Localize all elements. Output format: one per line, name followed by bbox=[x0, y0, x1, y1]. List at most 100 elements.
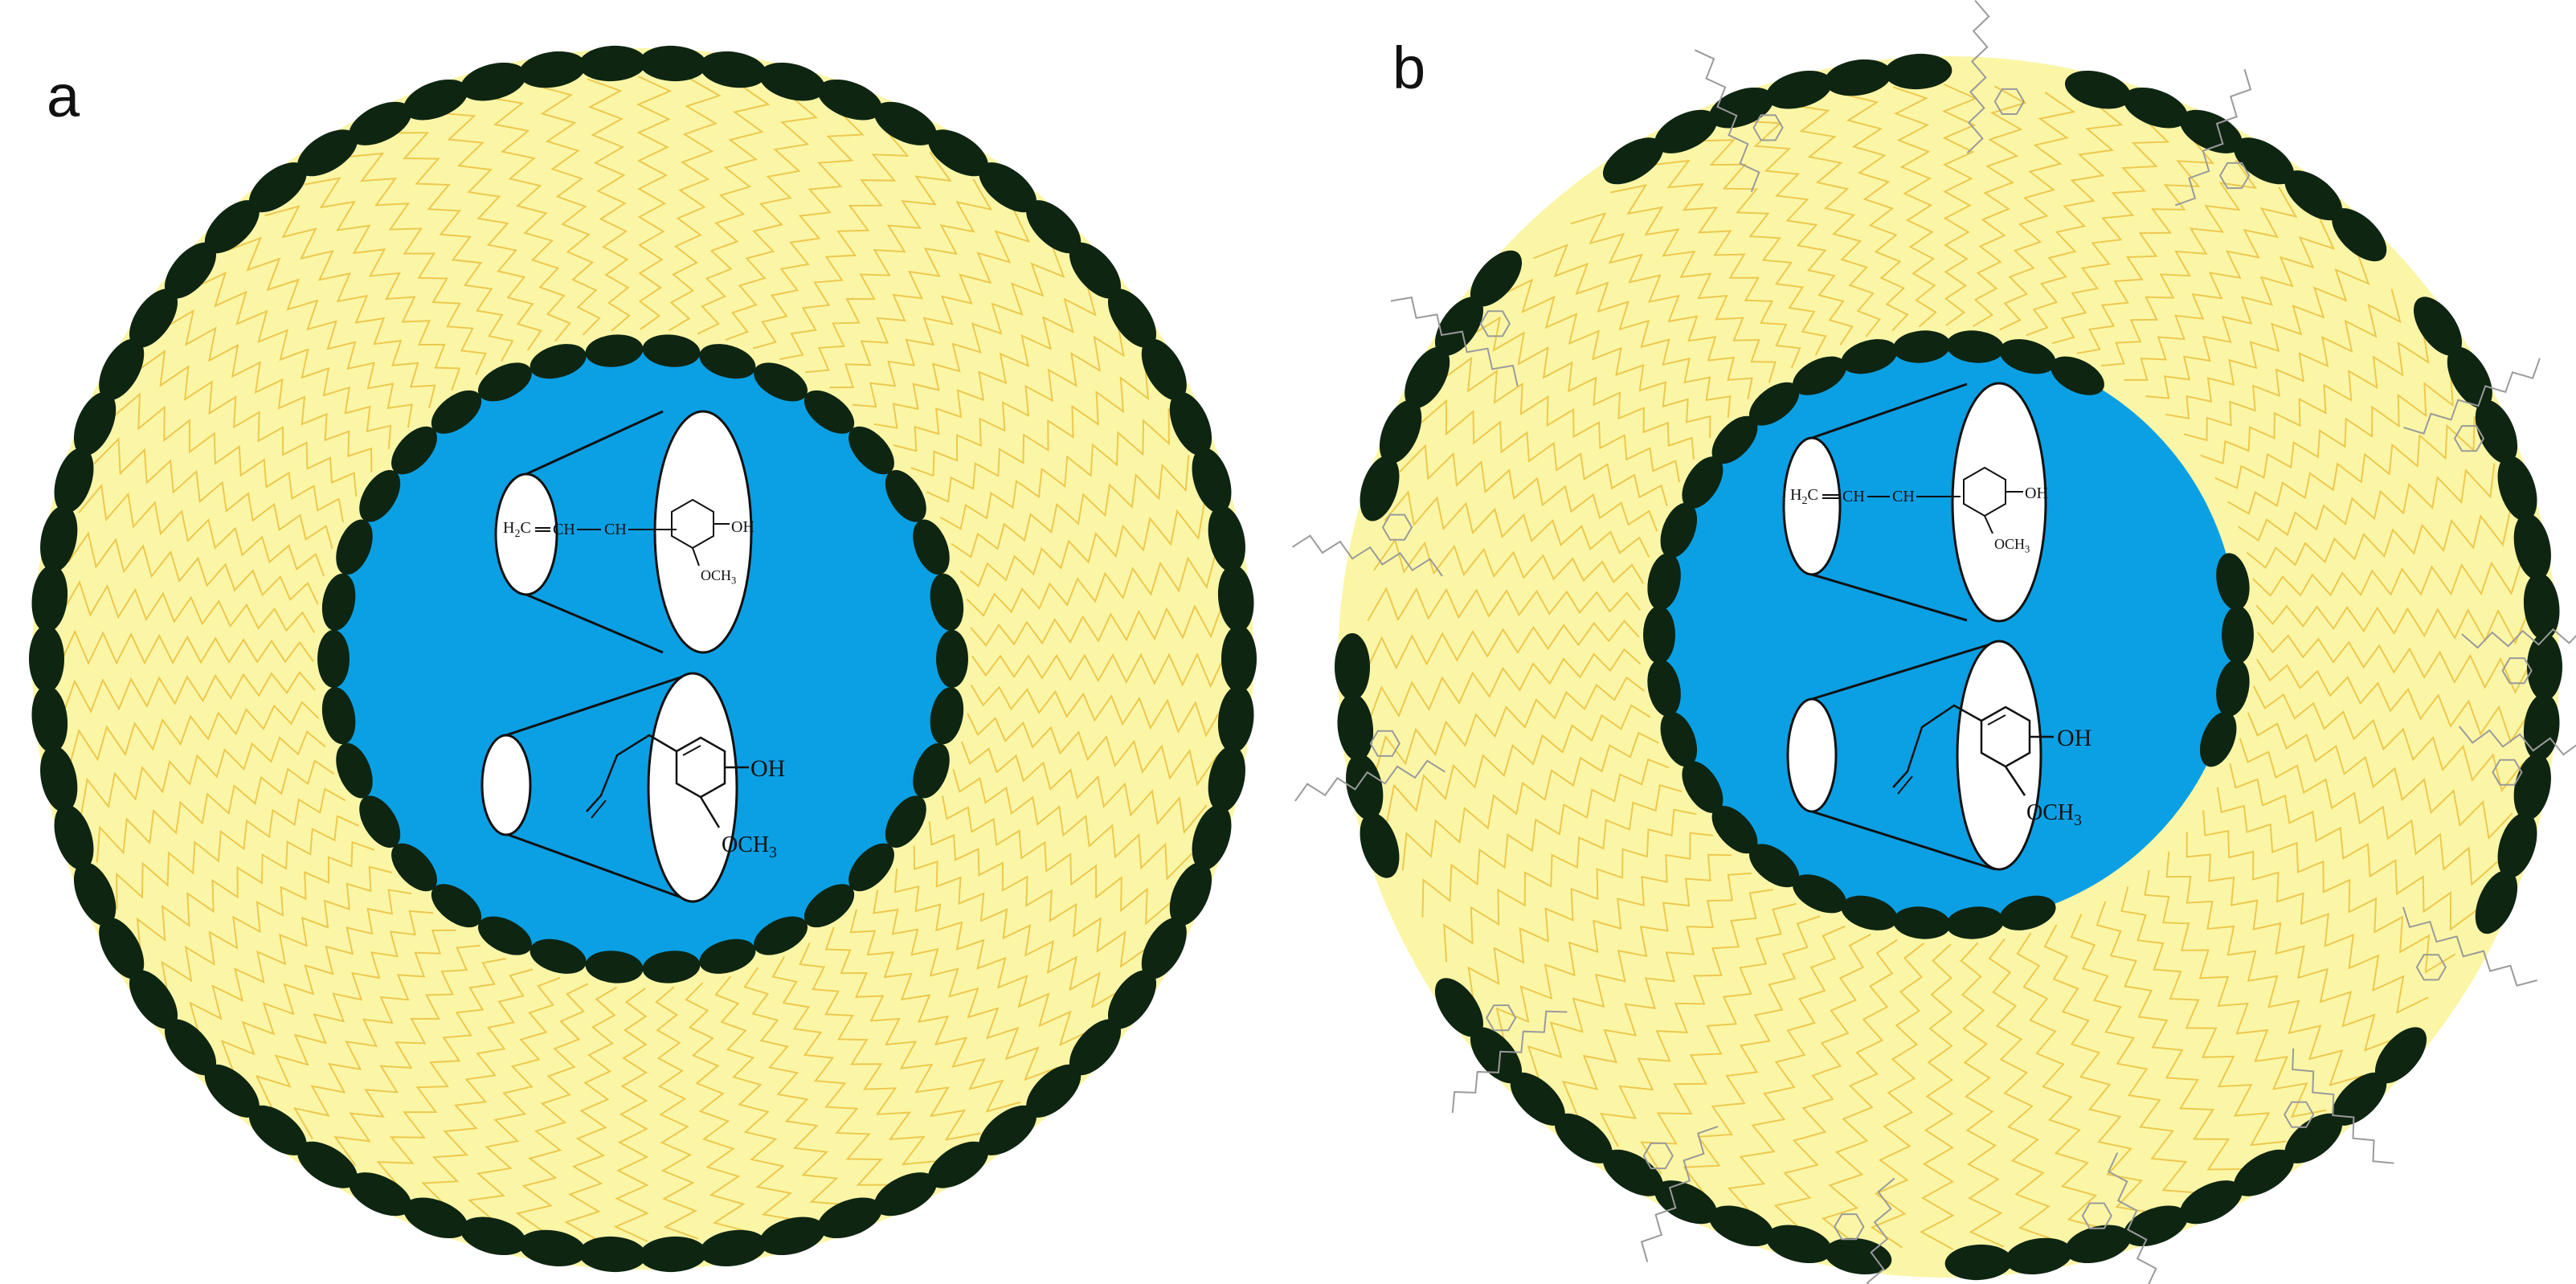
lipid-tail bbox=[347, 152, 487, 376]
cyclodextrin-large-lower-b bbox=[1956, 640, 2042, 871]
lipid-tail bbox=[2238, 463, 2496, 542]
lipid-tail bbox=[2183, 288, 2402, 442]
lipid-tail bbox=[971, 652, 1226, 689]
polymer-chain bbox=[1640, 1126, 1719, 1262]
head-group bbox=[1682, 761, 1723, 813]
lipid-tail bbox=[852, 209, 1031, 408]
polymer-chain bbox=[2284, 1048, 2394, 1164]
head-group bbox=[40, 746, 78, 812]
lipid-tail bbox=[1988, 938, 2055, 1241]
head-group bbox=[1434, 978, 1484, 1037]
lipid-tail bbox=[515, 983, 589, 1234]
lipid-tail bbox=[2076, 136, 2215, 354]
panel-label-a: a bbox=[47, 63, 80, 129]
panel-b: b H2C CH CH OH bbox=[1291, 0, 2576, 1284]
head-group bbox=[927, 1141, 989, 1188]
lipid-tail bbox=[1441, 356, 1681, 483]
svg-text:OCH3: OCH3 bbox=[701, 567, 736, 587]
lipid-tail bbox=[69, 701, 320, 765]
head-group bbox=[2332, 208, 2387, 262]
surface-polymer-chains-b bbox=[1291, 0, 2576, 1284]
lipid-tail bbox=[2257, 632, 2532, 695]
svg-text:OH: OH bbox=[2025, 485, 2048, 502]
liposome-b bbox=[1291, 0, 2576, 1284]
head-group bbox=[1748, 844, 1800, 888]
outer-head-groups-a bbox=[29, 45, 1257, 1273]
svg-text:OH: OH bbox=[731, 518, 754, 536]
lipid-tail bbox=[1495, 832, 1714, 1045]
polymer-chain bbox=[2402, 906, 2537, 987]
head-group bbox=[1793, 356, 1846, 395]
head-group bbox=[1554, 1113, 1613, 1163]
lipid-tail bbox=[939, 408, 1170, 530]
head-group bbox=[699, 1229, 767, 1267]
lipid-tail bbox=[1367, 587, 1641, 622]
head-group bbox=[1824, 1237, 1892, 1275]
head-group bbox=[1999, 339, 2056, 374]
head-group bbox=[1337, 693, 1374, 761]
lipid-tail bbox=[743, 967, 847, 1206]
head-group bbox=[1660, 711, 1698, 767]
lipid-tail bbox=[135, 350, 358, 497]
lipid-tail bbox=[487, 96, 571, 342]
head-group bbox=[530, 938, 587, 974]
head-group bbox=[54, 448, 94, 513]
lipid-tail bbox=[2200, 329, 2430, 465]
lipid-tail bbox=[1960, 942, 2005, 1248]
eugenol-structure-upper-b: H2C CH CH OH OCH3 bbox=[1790, 466, 2048, 555]
head-group bbox=[2179, 1180, 2243, 1225]
head-group bbox=[460, 1217, 527, 1256]
head-group bbox=[699, 938, 756, 974]
head-group bbox=[754, 916, 808, 955]
inclusion-complex-lower-b: OH OCH3 bbox=[1786, 640, 2091, 871]
lipid-tail bbox=[1386, 704, 1651, 823]
lipid-tail bbox=[2016, 932, 2104, 1229]
head-group bbox=[1944, 1244, 2013, 1281]
head-group bbox=[1360, 456, 1400, 521]
lipid-tail bbox=[1941, 84, 1978, 326]
lipid-tail bbox=[960, 741, 1208, 835]
head-group bbox=[391, 426, 437, 475]
head-group bbox=[2064, 1225, 2132, 1264]
head-group bbox=[2222, 606, 2254, 664]
head-group bbox=[1141, 917, 1187, 979]
lipid-tail bbox=[305, 177, 461, 391]
head-group bbox=[164, 242, 217, 299]
head-group bbox=[2513, 754, 2551, 820]
head-group bbox=[1824, 59, 1892, 96]
cyclodextrin-small-lower-a bbox=[480, 734, 532, 836]
polymer-chain bbox=[1834, 1177, 1895, 1284]
head-group bbox=[477, 362, 532, 402]
lipid-tail bbox=[264, 205, 436, 409]
svg-text:H2C: H2C bbox=[1790, 486, 1818, 507]
head-group bbox=[1470, 250, 1523, 307]
lipid-tail bbox=[193, 271, 392, 450]
head-group bbox=[639, 45, 707, 82]
lipid-tail bbox=[779, 128, 910, 360]
lipid-tail bbox=[697, 84, 771, 335]
head-group bbox=[1892, 330, 1951, 363]
head-group bbox=[29, 625, 64, 693]
head-group bbox=[1654, 109, 1718, 153]
head-group bbox=[1510, 1072, 1565, 1126]
lipid-tail bbox=[1919, 943, 1955, 1250]
lipid-tail bbox=[636, 76, 673, 330]
eugenol-structure-upper-a: H2C CH CH OH OCH3 bbox=[503, 498, 754, 587]
cyclodextrin-small-upper-a bbox=[494, 472, 558, 596]
head-group bbox=[2284, 170, 2343, 221]
lipid-tail bbox=[2202, 810, 2429, 1014]
head-group bbox=[248, 1105, 307, 1155]
lipid-tail bbox=[376, 958, 506, 1190]
lipid-tail bbox=[1744, 120, 1854, 346]
head-group bbox=[979, 1105, 1037, 1155]
lipid-tail bbox=[942, 795, 1174, 926]
head-group bbox=[1892, 906, 1951, 939]
head-group bbox=[1884, 53, 1952, 90]
lipid-tail bbox=[1653, 159, 1801, 369]
head-group bbox=[754, 362, 808, 402]
head-group bbox=[873, 101, 937, 145]
inclusion-complex-upper-b: H2C CH CH OH OCH3 bbox=[1782, 382, 2048, 623]
lipid-tail bbox=[62, 671, 316, 715]
lipid-tail bbox=[2120, 886, 2287, 1147]
